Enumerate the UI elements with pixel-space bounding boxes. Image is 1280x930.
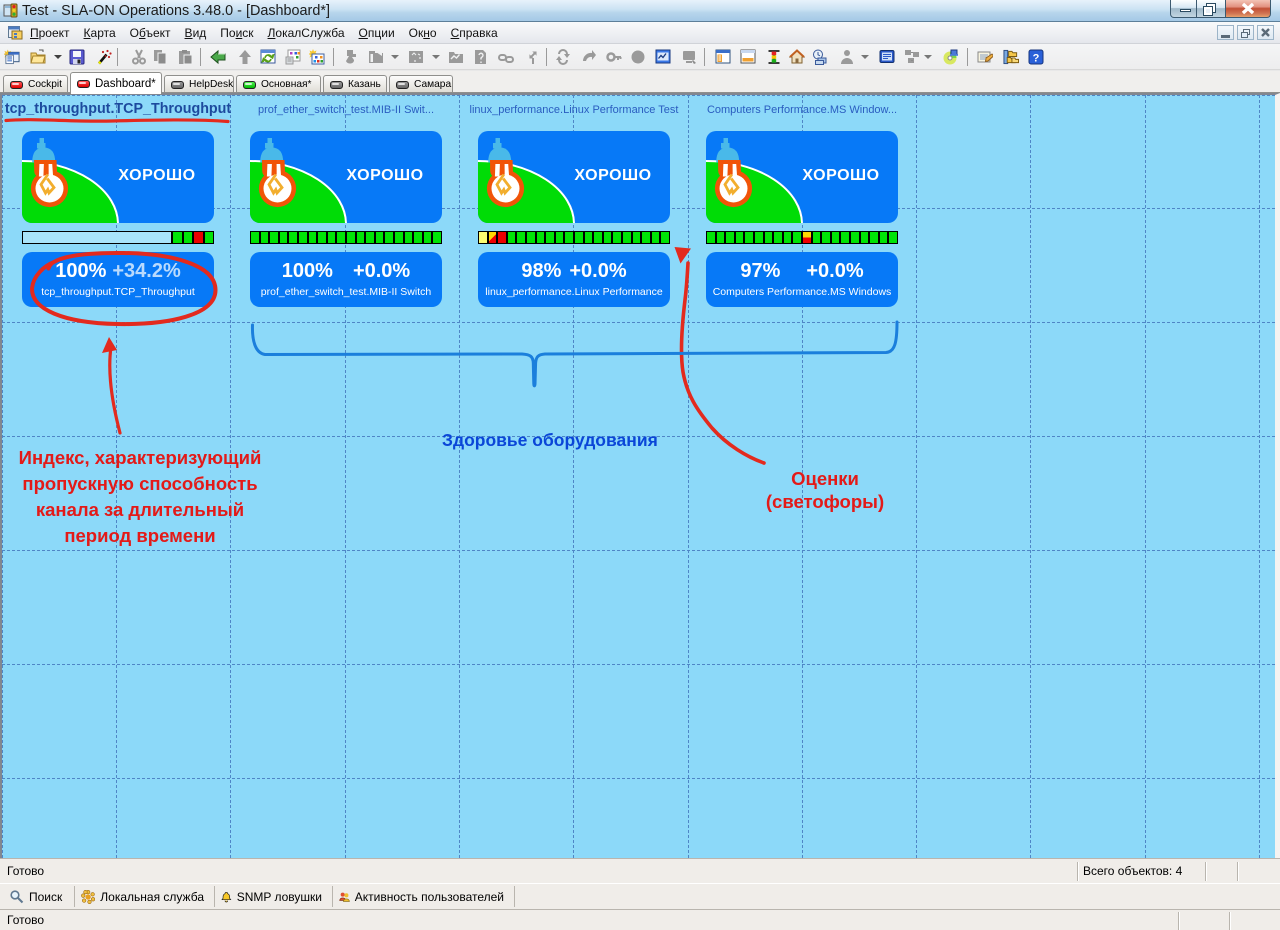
- svg-text:?: ?: [1033, 53, 1040, 65]
